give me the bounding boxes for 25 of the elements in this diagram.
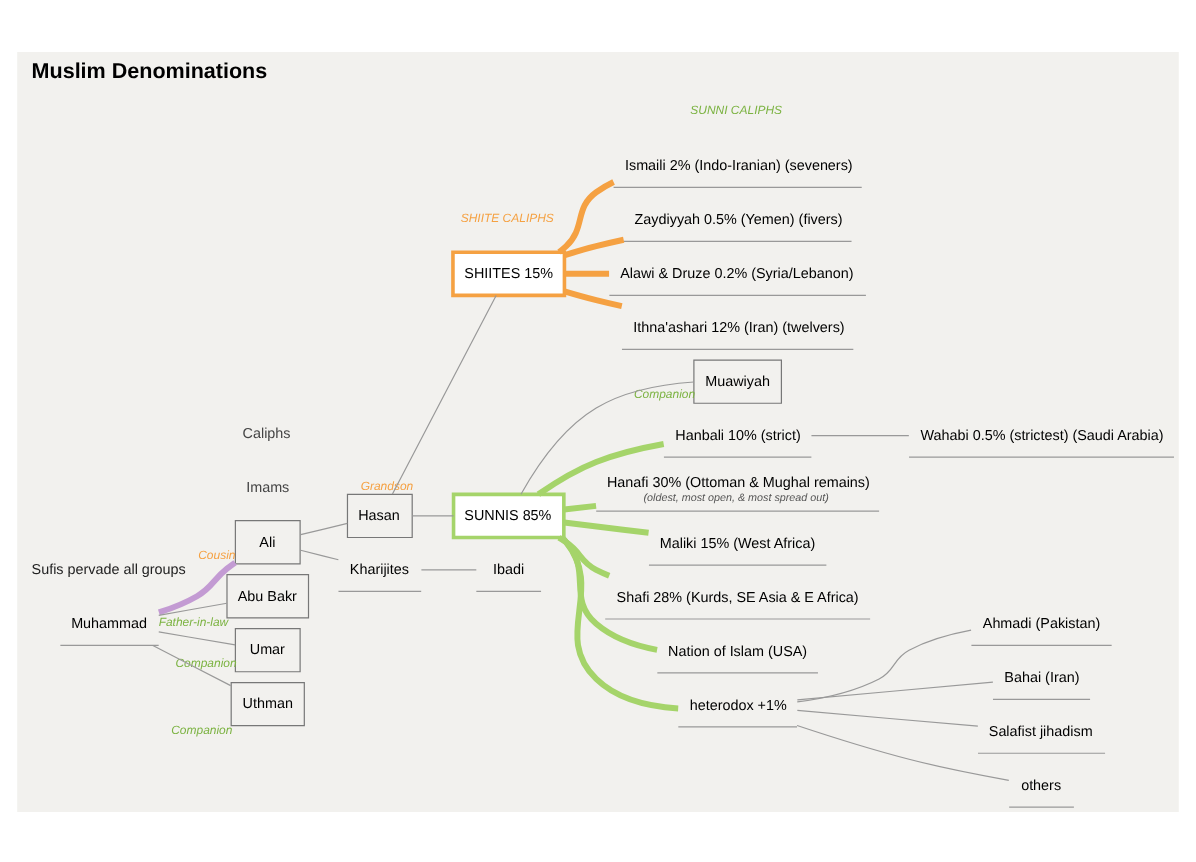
connector — [563, 235, 625, 257]
connector — [564, 269, 610, 276]
connector — [563, 287, 623, 309]
connector — [796, 680, 994, 700]
connector — [810, 434, 910, 436]
connector — [158, 601, 228, 615]
connector — [411, 514, 455, 516]
connector — [157, 559, 237, 615]
connector — [563, 518, 649, 535]
connector — [300, 521, 348, 535]
connector — [557, 178, 615, 254]
connector — [420, 568, 477, 570]
connector — [796, 628, 972, 702]
connector — [796, 708, 979, 726]
connector — [158, 630, 236, 645]
connector — [559, 534, 658, 652]
connector — [563, 501, 597, 512]
connector — [536, 440, 665, 496]
connector — [391, 293, 497, 494]
connector — [559, 534, 679, 711]
connector — [520, 380, 695, 494]
connector — [557, 534, 611, 578]
diagram-title: Muslim Denominations — [31, 58, 268, 83]
connector — [300, 548, 339, 560]
connector — [796, 723, 1010, 780]
